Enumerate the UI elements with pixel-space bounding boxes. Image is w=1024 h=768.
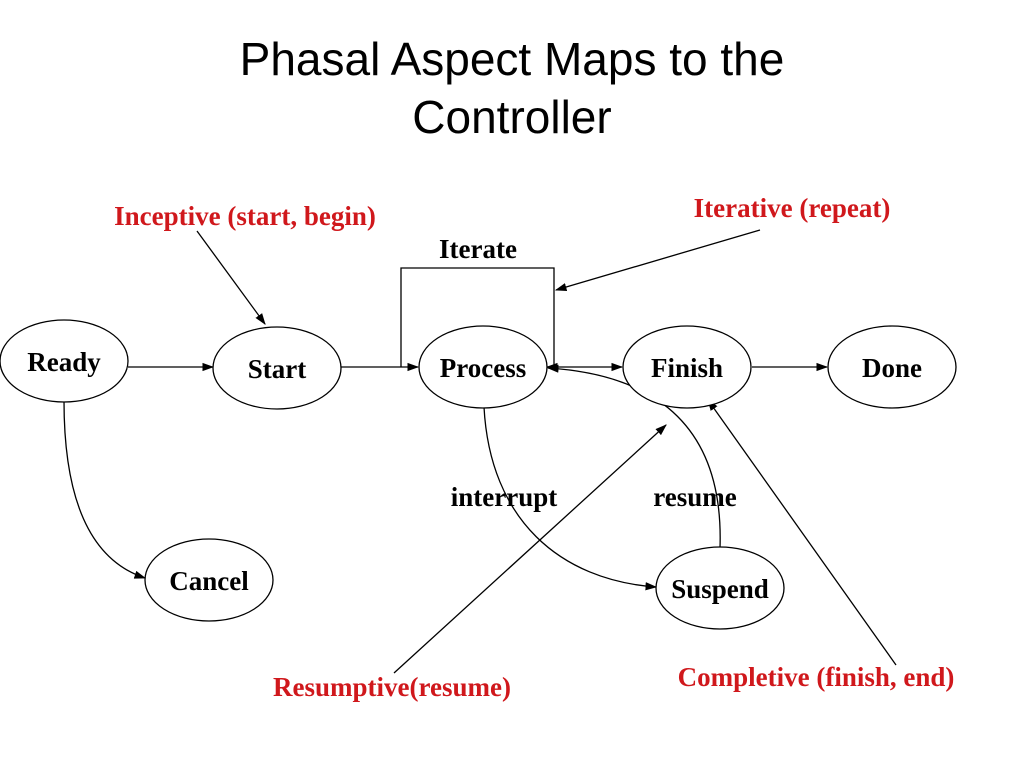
node-start: Start xyxy=(212,326,342,410)
node-cancel: Cancel xyxy=(144,538,274,622)
edge-iterate-loop xyxy=(400,267,555,367)
node-suspend-label: Suspend xyxy=(671,574,769,604)
node-ready-label: Ready xyxy=(27,347,101,377)
node-finish-label: Finish xyxy=(651,353,723,383)
pointer-iterative xyxy=(554,229,761,291)
edge-resume xyxy=(546,364,721,549)
node-done: Done xyxy=(827,325,957,409)
edge-ready-cancel xyxy=(63,400,147,579)
node-start-label: Start xyxy=(248,354,306,384)
node-process: Process xyxy=(418,325,548,409)
edge-label-interrupt: interrupt xyxy=(451,482,557,512)
node-ready: Ready xyxy=(0,319,129,403)
node-suspend: Suspend xyxy=(655,546,785,630)
annotation-inceptive: Inceptive (start, begin) xyxy=(114,201,376,231)
edge-label-resume: resume xyxy=(653,482,736,512)
slide-title-line-2: Controller xyxy=(412,91,612,143)
slide-title-line-1: Phasal Aspect Maps to the xyxy=(239,33,785,85)
pointer-completive xyxy=(707,399,897,666)
annotation-completive: Completive (finish, end) xyxy=(678,662,955,692)
edge-interrupt xyxy=(483,406,658,591)
pointer-resumptive xyxy=(393,424,667,674)
node-done-label: Done xyxy=(862,353,922,383)
annotation-resumptive: Resumptive(resume) xyxy=(273,672,511,702)
pointer-inceptive xyxy=(196,230,266,325)
edge-label-iterate: Iterate xyxy=(439,234,517,264)
slide-title: Phasal Aspect Maps to the Controller xyxy=(0,30,1024,146)
node-cancel-label: Cancel xyxy=(169,566,249,596)
node-finish: Finish xyxy=(622,325,752,409)
node-process-label: Process xyxy=(440,353,526,383)
annotation-iterative: Iterative (repeat) xyxy=(694,193,891,223)
